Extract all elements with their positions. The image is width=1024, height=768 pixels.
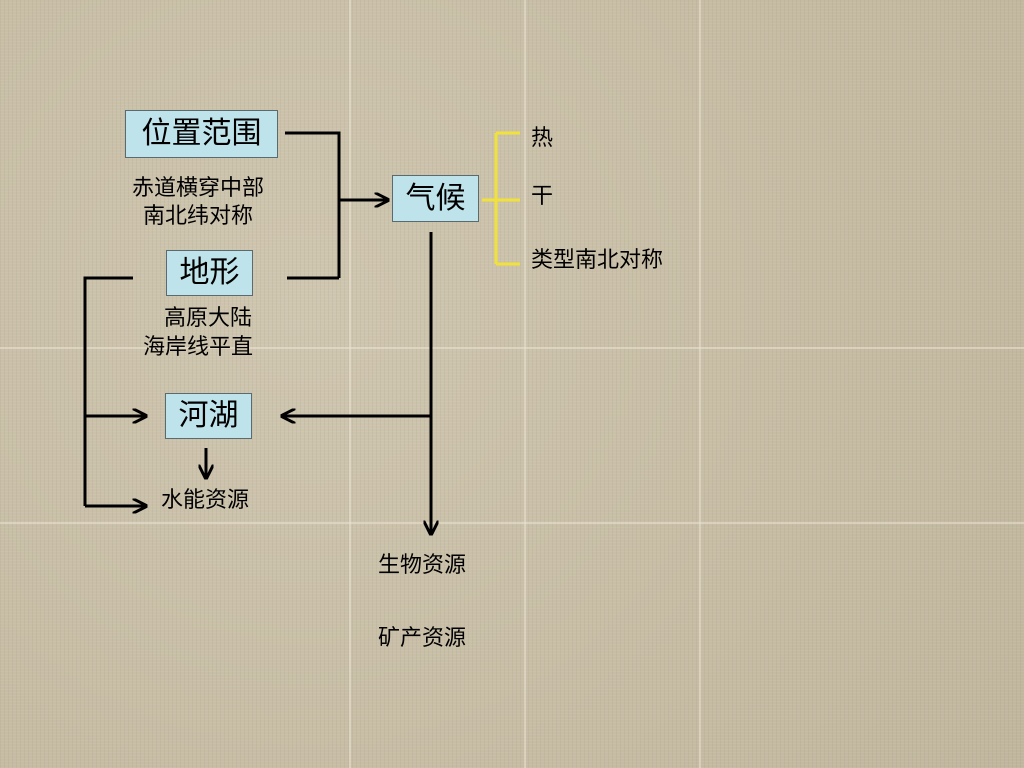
location-note-2: 南北纬对称 [142,204,253,229]
connector-location [285,131,341,278]
node-terrain: 地形 [166,250,253,296]
background-seam [699,0,701,768]
climate-bracket [482,131,520,266]
connector-terrain-left [83,276,133,506]
node-mineral: 矿产资源 [378,626,467,651]
node-hydropower: 水能资源 [161,488,250,513]
node-rivers: 河湖 [165,393,252,439]
climate-trait-symmetric: 类型南北对称 [531,248,664,273]
location-note-1: 赤道横穿中部 [131,176,264,201]
terrain-note-2: 海岸线平直 [142,335,253,360]
node-location: 位置范围 [125,110,278,158]
background-seam [0,347,1024,349]
terrain-note-1: 高原大陆 [163,306,252,331]
node-climate: 气候 [392,175,479,222]
background-seam [349,0,351,768]
climate-trait-dry: 干 [531,184,554,209]
background-seam [0,522,1024,524]
node-biological: 生物资源 [378,553,467,578]
background-seam [524,0,526,768]
climate-trait-hot: 热 [531,126,554,151]
